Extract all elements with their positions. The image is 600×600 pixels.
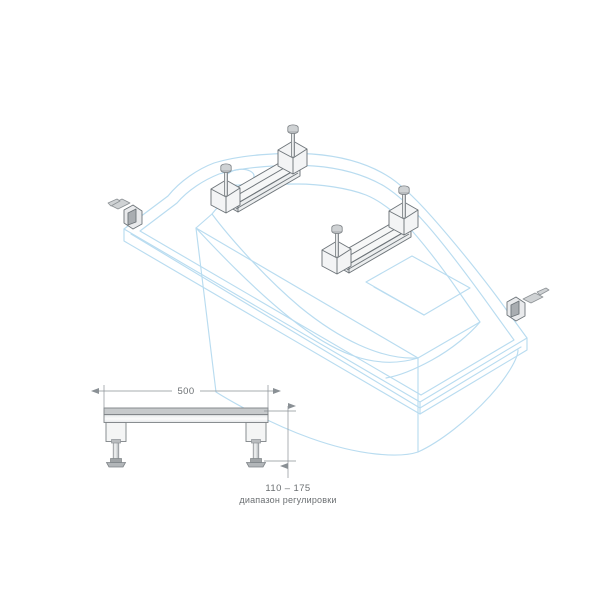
rail-rear-groove-b [232, 169, 296, 207]
adjustable-leg-right-foot-nut [250, 458, 262, 463]
rail-rear-screw-right-shank [290, 131, 295, 158]
rail-front-screw-left-shank [334, 231, 339, 258]
rail-rear-screw-left [220, 163, 232, 197]
tub-rim-guide-b [419, 346, 522, 409]
adjustable-leg-right-rod [252, 441, 260, 461]
cross-beam-top-flange [103, 407, 269, 415]
rail-rear-groove-c [235, 172, 299, 210]
rail-front-screw-right [398, 185, 410, 219]
rail-front-groove-c [346, 233, 410, 271]
tub-basin-underside-left [195, 227, 419, 456]
tub-basin-wall-right [385, 321, 481, 379]
wall-bracket-right-screw-shank [522, 292, 544, 304]
wall-bracket-left-slot [127, 208, 137, 226]
cross-beam [103, 407, 269, 423]
tub-rim-top [123, 152, 528, 403]
support-rail-rear [210, 124, 308, 214]
rail-front-screw-left [331, 224, 343, 258]
rail-rear-screw-right [287, 124, 299, 158]
wall-bracket-right [506, 287, 550, 322]
tub-basin-underside-right [417, 349, 519, 453]
adjustable-leg-left-foot-nut [110, 458, 122, 463]
support-frame-elevation [103, 407, 269, 468]
height-dimension-caption: диапазон регулировки [239, 495, 336, 505]
adjustable-leg-right-foot-pad [245, 462, 267, 468]
adjustable-leg-left-collar [111, 439, 121, 444]
rail-rear-screw-left-head-side [220, 163, 232, 170]
wall-bracket-left [107, 198, 143, 230]
tub-rim-inner-offset [139, 164, 515, 396]
cross-beam-web [103, 414, 269, 423]
adjustable-leg-left [105, 422, 127, 468]
rail-rear-screw-right-head-side [287, 124, 299, 131]
tub-basin-wall-left-inner [211, 213, 419, 359]
rail-front-groove-b [343, 230, 407, 268]
wall-bracket-right-screw-head [536, 287, 550, 296]
tub-ledge-line-a [373, 286, 425, 316]
adjustable-leg-left-foot-pad [105, 462, 127, 468]
rail-front-screw-right-head-side [398, 185, 410, 192]
adjustable-leg-left-rod [112, 441, 120, 461]
rail-front-screw-right-shank [401, 192, 406, 219]
dimension-annotations [91, 385, 296, 478]
width-dimension-value: 500 [177, 386, 194, 397]
height-dimension-value: 110 – 175 [265, 483, 310, 494]
adjustable-leg-right-collar [251, 439, 261, 444]
tub-basin-wall-left [195, 227, 419, 363]
wall-bracket-right-slot [510, 300, 520, 318]
tub-rim-guide-a [130, 233, 421, 409]
adjustable-leg-left-socket [105, 422, 127, 442]
support-rail-front [321, 185, 419, 275]
rail-rear-screw-left-shank [223, 170, 228, 197]
adjustable-leg-right [245, 422, 267, 468]
adjustable-leg-right-socket [245, 422, 267, 442]
rail-front-screw-left-head-side [331, 224, 343, 231]
wall-bracket-left-screw-head [107, 198, 121, 207]
